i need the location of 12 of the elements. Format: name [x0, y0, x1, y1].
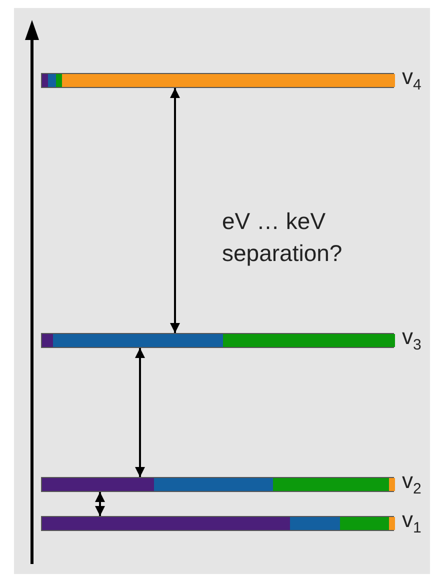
- double-arrow: [170, 88, 180, 333]
- level-label: v$_{2}$: [402, 470, 422, 496]
- double-arrow: [135, 348, 145, 477]
- energy-level-bar: [41, 333, 394, 348]
- double-arrow: [95, 492, 105, 516]
- level-label: v$_{3}$: [402, 326, 422, 352]
- level-label: v$_{4}$: [402, 66, 422, 92]
- energy-level-bar: [41, 73, 394, 88]
- energy-level-bar: [41, 516, 394, 531]
- energy-level-bar: [41, 477, 394, 492]
- annotation-text: eV … keV separation?: [222, 207, 344, 268]
- level-label: v$_{1}$: [402, 509, 422, 536]
